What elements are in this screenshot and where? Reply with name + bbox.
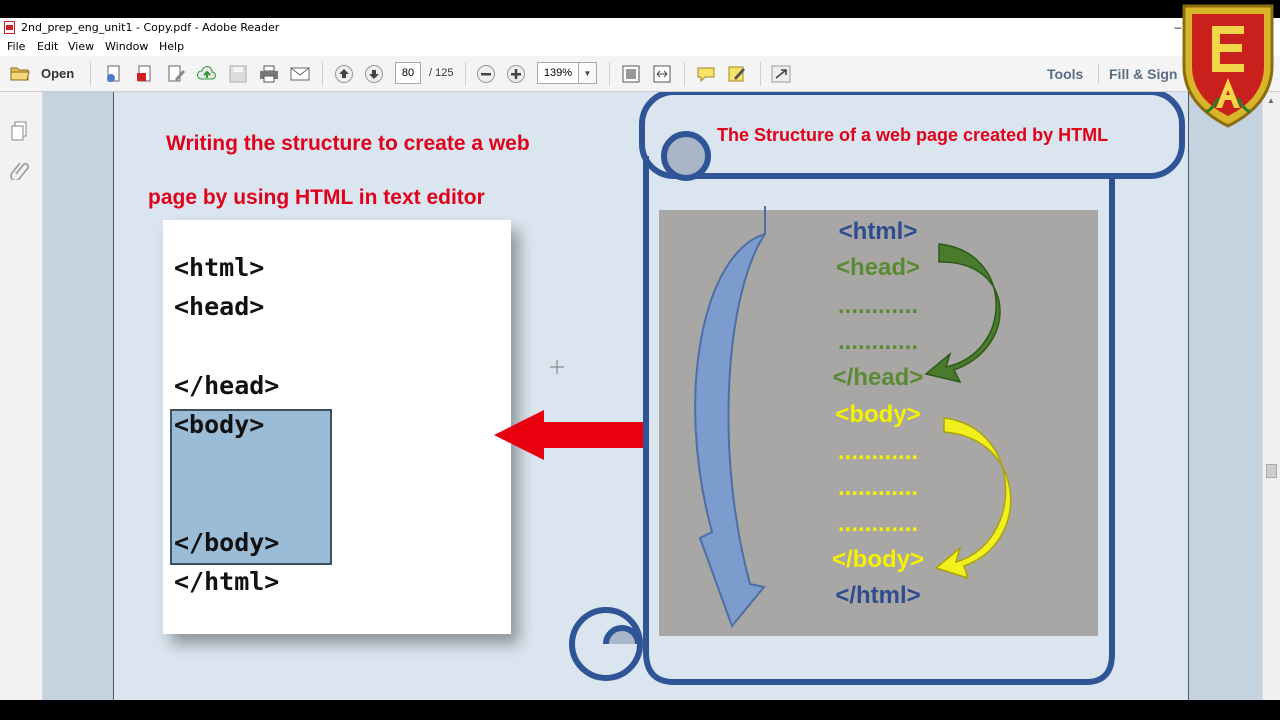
scroll-top-roll <box>661 131 711 181</box>
fit-page-icon[interactable] <box>620 64 642 84</box>
yellow-curved-arrow <box>934 417 1012 580</box>
tag-body-close: </body> <box>831 546 925 573</box>
comment-icon[interactable] <box>695 64 717 84</box>
zoom-out-icon[interactable] <box>475 64 497 84</box>
tag-body-dots-2: ............ <box>837 474 918 501</box>
next-page-icon[interactable] <box>363 64 385 84</box>
print-icon[interactable] <box>258 64 280 84</box>
menu-bar: File Edit View Window Help <box>0 38 1280 56</box>
logo-emblem <box>1182 4 1274 128</box>
pdf-page: Writing the structure to create a web pa… <box>113 92 1189 700</box>
create-pdf-icon[interactable] <box>103 64 125 84</box>
code-line-body-close: </body> <box>174 528 280 557</box>
navigation-pane <box>0 92 43 700</box>
cloud-upload-icon[interactable] <box>196 64 218 84</box>
scroll-title: The Structure of a web page created by H… <box>717 125 1109 145</box>
minimize-icon[interactable]: – <box>1174 20 1182 34</box>
page-total: / 125 <box>429 67 454 79</box>
folder-icon <box>10 67 30 81</box>
zoom-level-input[interactable]: 139% <box>537 62 579 84</box>
toolbar-separator <box>684 62 685 86</box>
code-line-html-close: </html> <box>174 567 280 596</box>
pdf-file-icon <box>4 21 15 34</box>
scroll-header-band <box>639 92 1185 179</box>
tag-body-dots-1: ............ <box>837 438 918 465</box>
pages-thumbnail-icon[interactable] <box>10 120 30 142</box>
crosshair-cursor-icon <box>550 360 564 374</box>
heading-line-1: Writing the structure to create a web <box>166 132 530 155</box>
window-title: 2nd_prep_eng_unit1 - Copy.pdf - Adobe Re… <box>21 21 280 34</box>
tag-head-dots-2: ............ <box>837 328 918 355</box>
body-highlight-box <box>170 409 332 565</box>
paperclip-icon[interactable] <box>10 158 30 180</box>
scrollbar-thumb[interactable] <box>1266 464 1277 478</box>
tag-head-open: <head> <box>835 254 921 281</box>
vertical-scrollbar[interactable]: ▲ <box>1262 92 1280 700</box>
scroll-up-icon[interactable]: ▲ <box>1267 96 1275 105</box>
tag-head-close: </head> <box>832 364 924 391</box>
export-pdf-icon[interactable] <box>134 64 156 84</box>
chevron-down-icon[interactable]: ▼ <box>579 62 597 84</box>
save-icon[interactable] <box>227 64 249 84</box>
toolbar-separator <box>322 62 323 86</box>
green-curved-arrow <box>924 243 1001 384</box>
scroll-body-outline <box>643 156 1115 685</box>
tag-body-open: <body> <box>835 401 921 428</box>
red-left-arrow <box>494 410 649 460</box>
tag-html-close: </html> <box>835 582 921 609</box>
tag-html-open: <html> <box>838 218 918 245</box>
blue-curved-arrow <box>694 206 766 628</box>
fit-width-icon[interactable] <box>651 64 673 84</box>
email-icon[interactable] <box>289 64 311 84</box>
code-line-body-open: <body> <box>174 410 265 439</box>
toolbar: Open 80 / 125 <box>0 56 1280 92</box>
code-line-head-open: <head> <box>174 292 265 321</box>
fill-sign-button[interactable]: Fill & Sign <box>1109 66 1178 82</box>
scroll-bottom-curl <box>603 625 641 645</box>
toolbar-separator <box>760 62 761 86</box>
edit-pdf-icon[interactable] <box>165 64 187 84</box>
previous-page-icon[interactable] <box>333 64 355 84</box>
tag-head-dots-1: ............ <box>837 292 918 319</box>
bottom-bar <box>0 700 1280 720</box>
code-line-head-close: </head> <box>174 371 280 400</box>
title-bar: 2nd_prep_eng_unit1 - Copy.pdf - Adobe Re… <box>0 18 1280 38</box>
menu-view[interactable]: View <box>68 40 95 53</box>
sign-icon[interactable] <box>726 64 748 84</box>
toolbar-separator <box>1098 64 1099 84</box>
toolbar-separator <box>465 62 466 86</box>
document-area[interactable]: Writing the structure to create a web pa… <box>43 92 1262 700</box>
menu-help[interactable]: Help <box>159 40 185 53</box>
menu-file[interactable]: File <box>7 40 26 53</box>
menu-edit[interactable]: Edit <box>37 40 59 53</box>
toolbar-separator <box>609 62 610 86</box>
open-label: Open <box>41 66 75 81</box>
tag-body-dots-3: ............ <box>837 510 918 537</box>
scroll-diagram <box>494 92 1185 685</box>
toolbar-separator <box>90 62 91 86</box>
tools-button[interactable]: Tools <box>1047 66 1084 82</box>
expand-icon[interactable] <box>770 64 792 84</box>
menu-window[interactable]: Window <box>105 40 149 53</box>
zoom-in-icon[interactable] <box>505 64 527 84</box>
heading-line-2: page by using HTML in text editor <box>148 186 485 209</box>
code-editor-box: <html> <head> </head> <body> </body> </h… <box>163 220 511 634</box>
reader-window: 2nd_prep_eng_unit1 - Copy.pdf - Adobe Re… <box>0 18 1280 700</box>
page-number-input[interactable]: 80 <box>395 62 421 84</box>
code-line-html-open: <html> <box>174 253 265 282</box>
